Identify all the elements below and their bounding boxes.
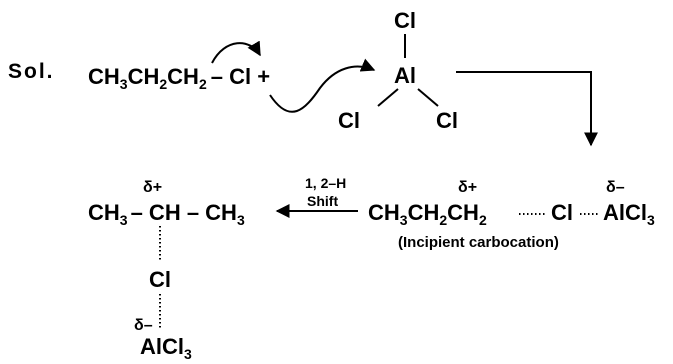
reactant-formula: CH3CH2CH2– Cl +	[88, 64, 270, 92]
complex-text: CH3CH2CH2	[368, 200, 487, 228]
reactant-text: CH3CH2CH2– Cl +	[88, 64, 270, 92]
reactant-sub-3: 3	[120, 76, 128, 92]
reactant-ch-2: CH	[128, 64, 160, 89]
complex-delta-plus: δ+	[458, 179, 477, 196]
reactant-sub-2b: 2	[199, 76, 207, 92]
complex-sub-3: 3	[400, 212, 408, 228]
curved-arrow-cl-to-al	[269, 58, 376, 113]
product-cl: Cl	[149, 267, 171, 292]
product-formula: CH3– CH – CH3 δ+ Cl δ– AlCl3	[88, 179, 245, 362]
complex-ch-3: CH	[447, 200, 479, 225]
product-delta-plus: δ+	[143, 179, 162, 196]
bond-al-right-cl	[417, 88, 439, 107]
complex-ch-2: CH	[408, 200, 440, 225]
incipient-carbocation-caption: (Incipient carbocation)	[398, 234, 559, 251]
complex-alcl3: AlCl3	[603, 200, 655, 228]
product-sub-3a: 3	[120, 212, 128, 228]
alcl3-structure: Cl Al Cl Cl	[338, 8, 458, 133]
product-text: CH3– CH – CH3	[88, 200, 245, 228]
complex-sub-2b: 2	[479, 212, 487, 228]
product-sub-3b: 3	[237, 212, 245, 228]
product-alcl: AlCl	[140, 334, 184, 359]
product-ch3-left: CH	[88, 200, 120, 225]
solution-label: Sol.	[8, 60, 55, 83]
alcl3-left-cl: Cl	[338, 108, 360, 133]
shift-label-line1: 1, 2–H	[305, 175, 346, 191]
shift-label-line2: Shift	[307, 193, 338, 209]
product-alcl-sub-3: 3	[184, 346, 192, 362]
reactant-dash-cl: – Cl +	[211, 64, 270, 89]
product-alcl3: AlCl3	[140, 334, 192, 362]
bond-al-left-cl	[377, 88, 399, 107]
product-dash-ch: – CH – CH	[131, 200, 237, 225]
complex-formula: CH3CH2CH2 Cl AlCl3 δ+ δ– (Incipient carb…	[368, 179, 655, 251]
complex-sub-2a: 2	[439, 212, 447, 228]
complex-ch-1: CH	[368, 200, 400, 225]
reaction-arrow-down	[456, 71, 598, 147]
reactant-ch-1: CH	[88, 64, 120, 89]
curved-arrow-bond-to-cl	[211, 40, 261, 64]
alcl3-al: Al	[394, 63, 416, 88]
complex-alcl-sub-3: 3	[647, 212, 655, 228]
alcl3-right-cl: Cl	[436, 108, 458, 133]
reactant-sub-2a: 2	[159, 76, 167, 92]
complex-delta-minus: δ–	[606, 179, 625, 196]
complex-alcl: AlCl	[603, 200, 647, 225]
shift-arrow-group: 1, 2–H Shift	[275, 175, 358, 218]
alcl3-top-cl: Cl	[394, 8, 416, 33]
product-delta-minus: δ–	[134, 317, 153, 334]
complex-cl: Cl	[551, 200, 573, 225]
reactant-ch-3: CH	[167, 64, 199, 89]
